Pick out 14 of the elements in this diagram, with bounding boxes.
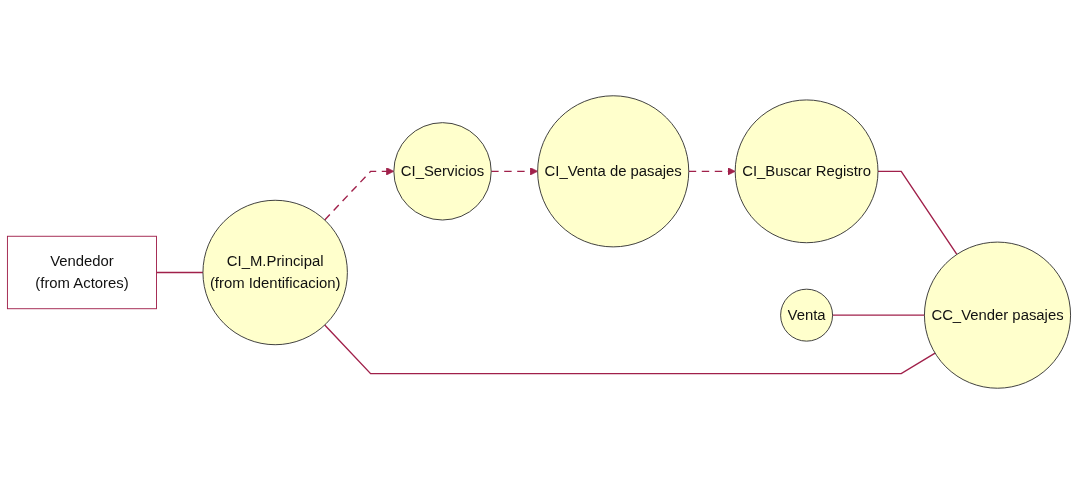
arrow <box>688 166 736 175</box>
connector <box>877 170 958 255</box>
node-box: Vendedor (from Actores) <box>6 235 157 309</box>
connector <box>831 313 926 316</box>
node-circle: CC_Vender pasajes <box>923 241 1072 389</box>
node-circle: CI_Venta de pasajes <box>537 94 690 247</box>
connector <box>155 271 204 273</box>
node-circle: CI_M.Principal (from Identificacion) <box>202 199 348 345</box>
node-circle: CI_Buscar Registro <box>734 98 879 243</box>
arrow <box>324 166 395 221</box>
node-circle: CI_Servicios <box>393 121 492 220</box>
node-circle: Venta <box>780 288 834 342</box>
arrow <box>490 166 538 175</box>
connector <box>324 323 936 374</box>
